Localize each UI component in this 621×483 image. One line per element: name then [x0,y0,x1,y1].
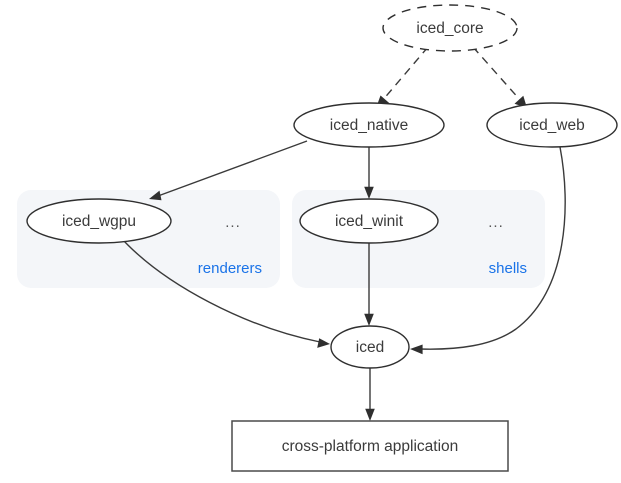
node-iced-web-label: iced_web [519,117,585,134]
cluster-shells-ellipsis: ... [488,214,504,231]
node-application[interactable]: cross-platform application [231,420,509,472]
node-iced-native[interactable]: iced_native [293,102,445,148]
node-iced-label: iced [356,339,384,356]
arrow-head-icon [365,408,375,421]
arrow-head-icon [364,186,374,199]
edge-line [381,46,429,102]
node-iced-web-shape[interactable] [486,102,618,148]
arrow-head-icon [410,344,423,355]
edge-iced-web-to-iced [410,146,566,355]
edge-iced-native-to-iced-winit [364,147,374,199]
node-iced-wgpu-shape[interactable] [26,198,172,244]
arrow-head-icon [364,313,374,326]
node-iced-wgpu[interactable]: iced_wgpu [26,198,172,244]
edge-iced-core-to-iced-web [472,46,527,108]
node-iced-web[interactable]: iced_web [486,102,618,148]
node-iced-core[interactable]: iced_core [382,4,518,52]
edge-line [123,240,321,343]
cluster-renderers-label: renderers [198,260,262,277]
node-iced-shape[interactable] [330,325,410,369]
edge-iced-to-application [365,368,375,421]
arrow-head-icon [317,338,330,348]
cluster-renderers-ellipsis: ... [225,214,241,231]
node-application-shape[interactable] [231,420,509,472]
edge-iced-native-to-iced-wgpu [149,140,308,201]
edge-iced-winit-to-iced [364,243,374,326]
edge-line [157,140,308,197]
edge-iced-core-to-iced-native [376,46,429,108]
node-iced-winit-label: iced_winit [335,213,404,230]
edge-line [472,46,522,102]
node-application-label: cross-platform application [282,438,459,455]
cluster-shells-label: shells [489,260,527,277]
node-iced[interactable]: iced [330,325,410,369]
node-iced-core-shape[interactable] [382,4,518,52]
edge-iced-wgpu-to-iced [123,240,330,348]
arrow-head-icon [149,190,162,201]
node-iced-core-label: iced_core [416,20,483,37]
node-iced-wgpu-label: iced_wgpu [62,213,136,230]
node-iced-native-shape[interactable] [293,102,445,148]
node-iced-winit-shape[interactable] [299,198,439,244]
edge-line [419,146,566,350]
node-iced-native-label: iced_native [330,117,408,134]
node-iced-winit[interactable]: iced_winit [299,198,439,244]
